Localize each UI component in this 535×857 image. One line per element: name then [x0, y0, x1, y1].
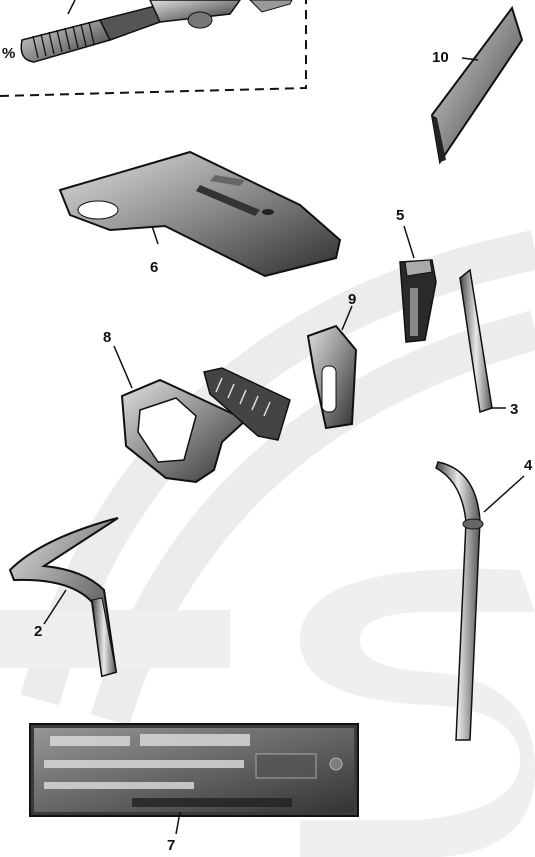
part-7-nameplate	[30, 724, 358, 834]
label-part-5: 5	[396, 207, 404, 224]
label-part-8: 8	[103, 329, 111, 346]
label-part-6: 6	[150, 259, 158, 276]
part-6-needle-plate	[60, 152, 340, 276]
label-part-10: 10	[432, 49, 449, 66]
part-10-blade	[432, 8, 522, 162]
part-1-spring-assembly: %	[2, 0, 292, 62]
label-part-9: 9	[348, 291, 356, 308]
label-part-4: 4	[524, 457, 533, 474]
part-5-clamp	[400, 226, 436, 342]
label-part-7: 7	[167, 837, 175, 854]
svg-text:%: %	[2, 45, 15, 62]
label-part-2: 2	[34, 623, 42, 640]
label-part-3: 3	[510, 401, 518, 418]
